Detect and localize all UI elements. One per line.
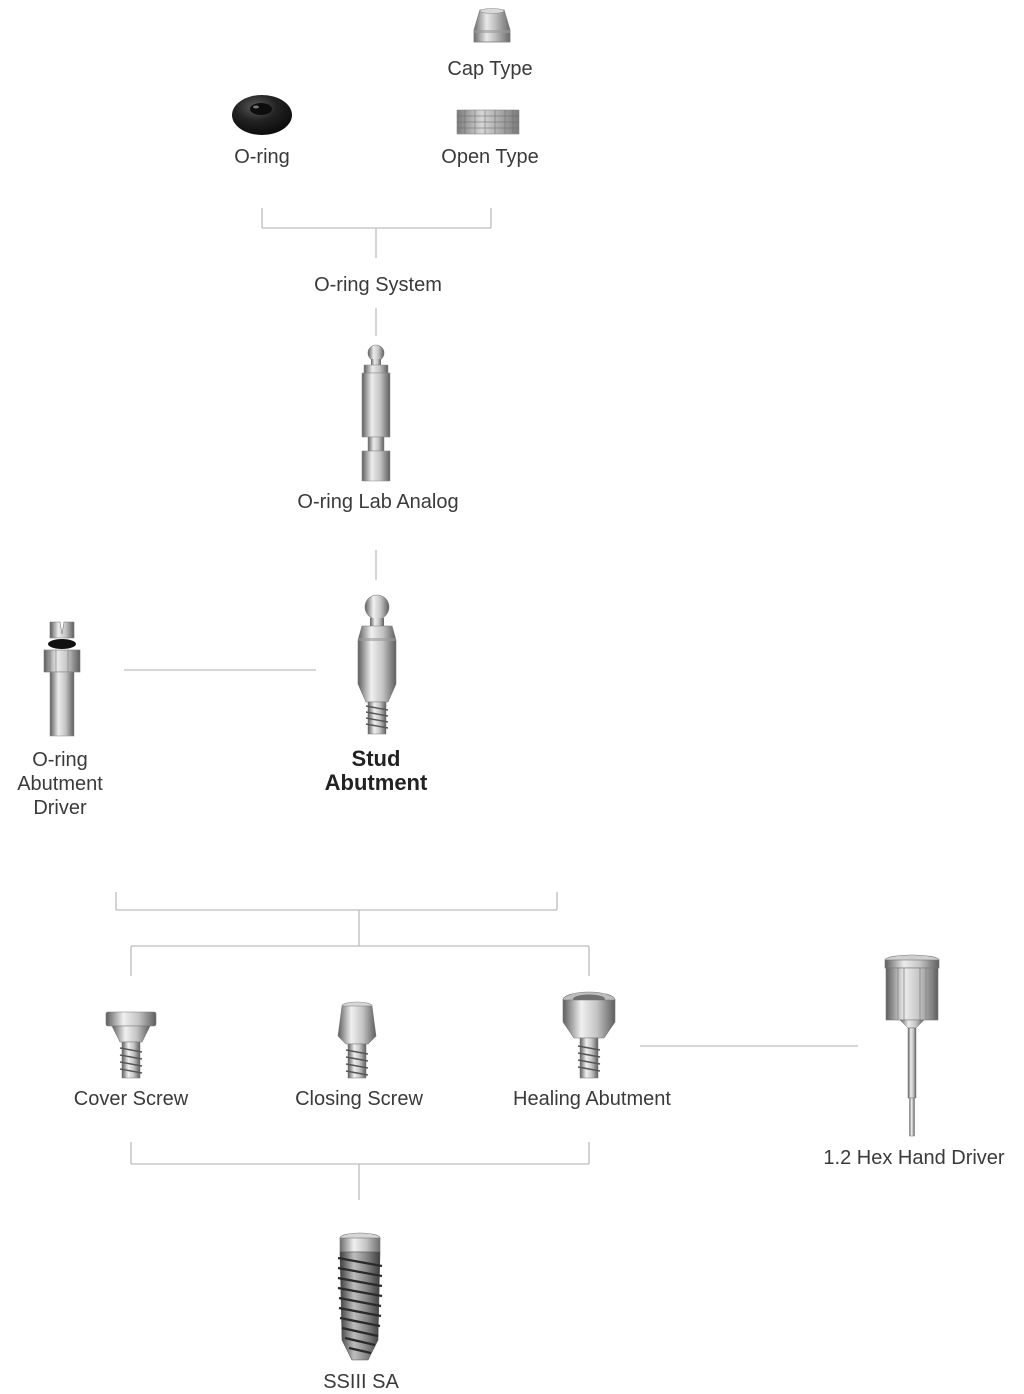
label-closing-screw: Closing Screw [295, 1088, 423, 1110]
cover-screw-icon [105, 1011, 157, 1079]
open-type-housing-icon [456, 109, 520, 135]
label-stud-abutment: Stud Abutment [325, 747, 428, 795]
label-o-ring-system: O-ring System [314, 274, 442, 296]
lab-analog-icon [361, 344, 391, 482]
label-cover-screw: Cover Screw [73, 1088, 189, 1110]
label-cap-type: Cap Type [447, 58, 533, 80]
label-open-type: Open Type [441, 146, 539, 168]
label-line: Abutment [324, 770, 428, 795]
label-line: Stud [351, 746, 401, 771]
closing-screw-icon [337, 1001, 377, 1079]
label-line: O-ring [32, 749, 88, 771]
label-line: Driver [33, 797, 87, 819]
abutment-driver-icon [43, 621, 81, 737]
label-line: Abutment [17, 773, 103, 795]
label-o-ring-lab-analog: O-ring Lab Analog [297, 491, 459, 513]
o-ring-icon [232, 95, 292, 135]
label-o-ring: O-ring [234, 146, 290, 168]
label-healing-abutment: Healing Abutment [513, 1088, 671, 1110]
cap-type-attachment-icon [473, 8, 511, 43]
label-ssiii-sa: SSIII SA [323, 1371, 399, 1393]
label-o-ring-abutment-driver: O-ring Abutment Driver [17, 748, 103, 820]
label-hex-hand-driver: 1.2 Hex Hand Driver [823, 1147, 1005, 1169]
implant-fixture-icon [337, 1232, 383, 1361]
hex-hand-driver-icon [884, 954, 940, 1137]
stud-abutment-icon [357, 594, 397, 735]
healing-abutment-icon [562, 991, 616, 1079]
